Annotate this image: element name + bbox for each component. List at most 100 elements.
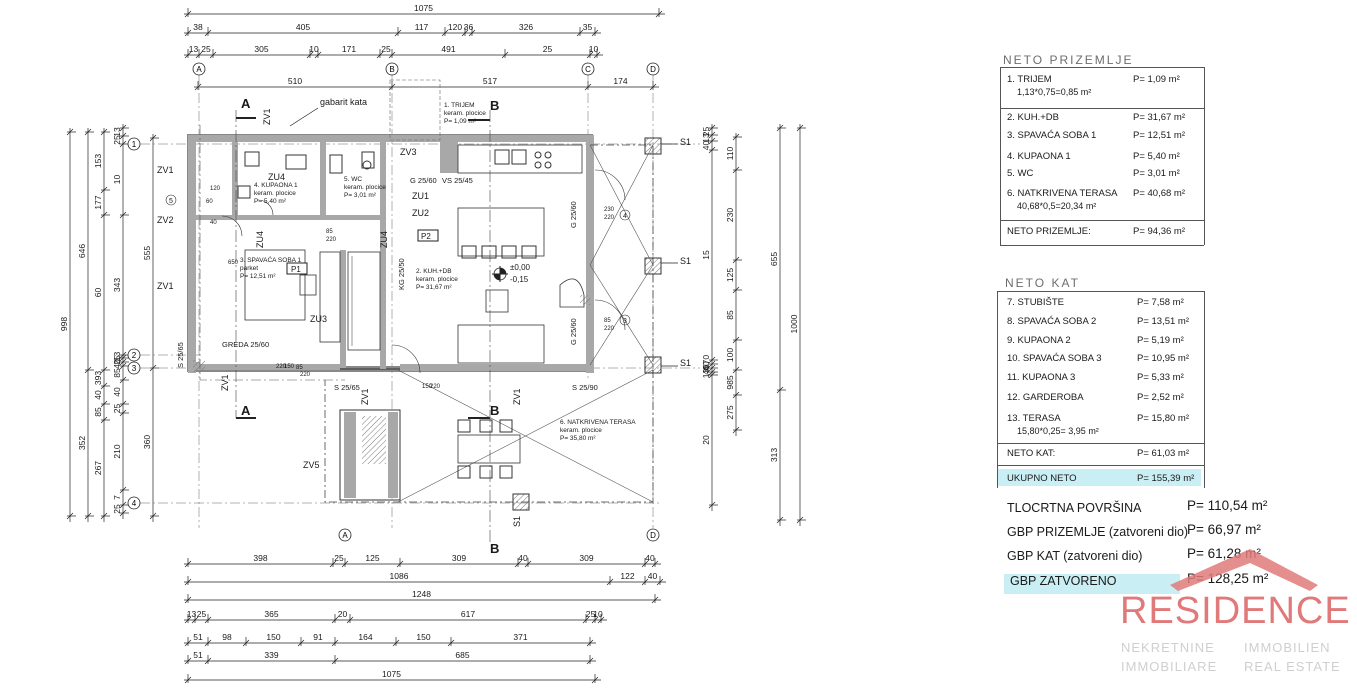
room-label: keram. plocice	[416, 276, 458, 283]
area-row-name: NETO PRIZEMLJE:	[1007, 226, 1091, 237]
wall-code-label: ZV2	[157, 215, 174, 225]
area-row-name: 8. SPAVAĆA SOBA 2	[1007, 316, 1097, 327]
gabarit-label: gabarit kata	[320, 97, 367, 107]
structural-label: S 25/65	[334, 383, 360, 392]
area-row-name: 6. NATKRIVENA TERASA	[1007, 188, 1118, 199]
wall-code-label: ZV1	[262, 108, 272, 125]
axis-label: D	[650, 531, 656, 540]
dimension-value: 491	[441, 44, 455, 54]
dimension-value: 517	[483, 76, 497, 86]
dimension-value: 40	[518, 553, 528, 563]
floor-type-label: P2	[421, 232, 431, 241]
dimension-value: 25	[334, 553, 344, 563]
wall-code-label: ZV1	[512, 388, 522, 405]
table-rule	[1000, 245, 1204, 246]
dimension-value: 45	[704, 0, 714, 2]
total-label: TLOCRTNA POVRŠINA	[1007, 501, 1142, 515]
room-label: keram. plocice	[560, 427, 602, 434]
dimension-value: 570	[701, 355, 711, 369]
dimension-value: 51	[193, 650, 203, 660]
room-label: P= 31,67 m²	[416, 284, 452, 291]
dimension-value: 25	[112, 504, 122, 514]
dimension-value: 985	[725, 375, 735, 389]
dimension-value: 117	[415, 22, 429, 32]
structural-label: G 25/60	[569, 201, 578, 228]
axis-label: A	[196, 65, 202, 74]
dimension-value: 510	[288, 76, 302, 86]
dimension-value: 25	[543, 44, 553, 54]
area-row-value: P= 15,80 m²	[1137, 413, 1190, 424]
small-dimension: 220	[604, 326, 615, 332]
dimension-value: 35	[583, 22, 593, 32]
table-rule	[1000, 108, 1204, 109]
dimension-value: 25	[201, 44, 211, 54]
dimension-value: 125	[365, 553, 379, 563]
dimension-value: 13	[701, 369, 711, 379]
room-label: P= 35,80 m²	[560, 435, 596, 442]
dimension-value: 40	[112, 359, 122, 369]
dimension-value: 110	[725, 146, 735, 160]
dimension-value: 40	[701, 365, 711, 375]
dimension-value: 309	[579, 553, 593, 563]
wall-code-label: ZV1	[157, 165, 174, 175]
structural-label: S 25/65	[176, 342, 185, 368]
wall-code-label: ZV3	[400, 147, 417, 157]
beam-code-label: ZU3	[310, 314, 327, 324]
dimension-value: 40	[93, 390, 103, 400]
axis-label: 1	[132, 140, 137, 149]
dimension-value: 1075	[414, 3, 433, 13]
area-row-name: 11. KUPAONA 3	[1007, 372, 1076, 383]
dimension-value: 177	[93, 195, 103, 209]
dimension-value: 85	[93, 407, 103, 417]
area-row-name: 1. TRIJEM	[1007, 74, 1052, 85]
area-row-name: NETO KAT:	[1007, 448, 1056, 459]
neto-kat-title: NETO KAT	[1005, 276, 1080, 290]
dimension-value: 153	[93, 154, 103, 168]
dimension-value: 20	[701, 435, 711, 445]
section-a-label: A	[241, 96, 251, 111]
dimension-value: 125	[725, 268, 735, 282]
dimension-value: 100	[725, 348, 735, 362]
logo-sub-4: REAL ESTATE	[1244, 659, 1341, 674]
dimension-value: 164	[358, 632, 372, 642]
area-row-name: 2. KUH.+DB	[1007, 112, 1060, 123]
logo-sub-3: IMMOBILIARE	[1121, 659, 1218, 674]
small-dimension: 650	[228, 260, 239, 266]
dimension-value: 174	[613, 76, 627, 86]
dimension-value: 25	[701, 127, 711, 137]
dimension-value: 25	[112, 355, 122, 365]
column-label: S1	[680, 137, 691, 147]
dimension-value: 13	[187, 609, 197, 619]
dimension-value: 267	[93, 461, 103, 475]
floor-type-tag	[417, 229, 439, 242]
neto-prizemlje-title: NETO PRIZEMLJE	[1003, 53, 1134, 67]
column-label: S1	[680, 358, 691, 368]
room-label: P= 12,51 m²	[240, 273, 276, 280]
table-rule	[997, 291, 998, 488]
area-row-name: 12. GARDEROBA	[1007, 392, 1084, 403]
area-row-subcalc: 15,80*0,25= 3,95 m²	[1017, 426, 1099, 436]
room-label: 2. KUH.+DB	[416, 268, 452, 275]
axis-marker	[646, 528, 660, 542]
dimension-value: 1086	[390, 571, 409, 581]
axis-marker	[385, 62, 399, 76]
small-dimension: 220	[276, 364, 287, 370]
beam-code-label: ZU4	[255, 231, 265, 248]
dimension-value: 998	[59, 317, 69, 331]
total-label: GBP ZATVORENO	[1010, 574, 1117, 588]
dimension-value: 313	[769, 448, 779, 462]
dimension-value: 40	[701, 141, 711, 151]
area-row-subcalc: 40,68*0,5=20,34 m²	[1017, 201, 1097, 211]
small-dimension: 85	[326, 229, 333, 235]
axis-label: D	[650, 65, 656, 74]
total-label: GBP PRIZEMLJE (zatvoreni dio)	[1007, 525, 1189, 539]
axis-marker	[127, 348, 141, 362]
room-label: P= 1,09 m²	[444, 118, 477, 125]
dimension-value: 20	[338, 609, 348, 619]
small-dimension: 85	[296, 365, 303, 371]
axis-label: B	[389, 65, 394, 74]
logo-sub-1: NEKRETNINE	[1121, 640, 1215, 655]
axis-label: A	[342, 531, 348, 540]
dimension-value: 230	[725, 208, 735, 222]
dimension-value: 405	[296, 22, 310, 32]
